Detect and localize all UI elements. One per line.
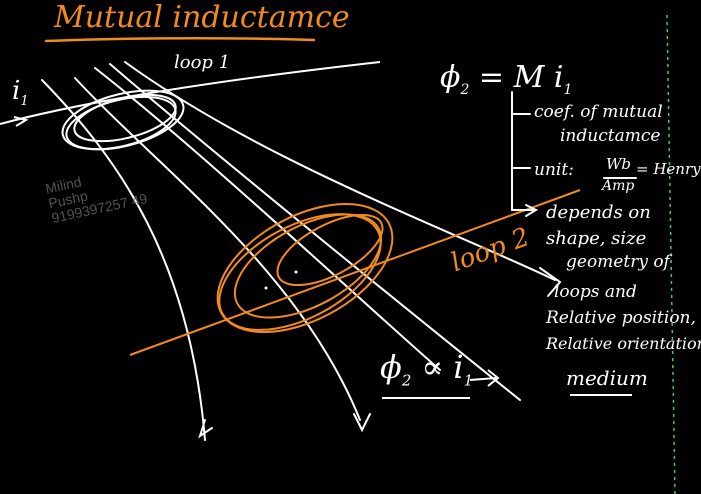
page-title: Mutual inductamce <box>54 0 350 35</box>
prop-rhs: ∝ i <box>421 348 464 386</box>
flux-subscript: 2 <box>460 82 470 98</box>
current-label: i1 <box>12 76 29 109</box>
annotation-arrows <box>511 91 637 217</box>
unit-numerator: Wb <box>606 155 632 173</box>
unit-rhs: = Henry <box>636 160 701 178</box>
current-symbol: i <box>12 76 21 106</box>
prop-flux-symbol: ϕ <box>380 348 402 386</box>
mutual-equation: ϕ2 = M i1 <box>440 60 572 98</box>
loop-2 <box>216 202 394 334</box>
dot <box>264 286 268 290</box>
unit-label: unit: <box>534 160 574 180</box>
unit-denominator: Amp <box>602 178 635 194</box>
current-subscript: 1 <box>20 94 29 110</box>
coef-line-1: coef. of mutual <box>534 102 663 122</box>
prop-rhs-subscript: 1 <box>463 371 474 390</box>
loop-1-label: loop 1 <box>174 52 231 73</box>
title-underline <box>44 36 316 43</box>
current-wire <box>0 61 381 125</box>
equation-rhs: = M i <box>478 60 564 95</box>
flux-symbol: ϕ <box>440 60 461 95</box>
depends-line-6: Relative orientation <box>546 334 701 353</box>
coef-line-2: inductamce <box>560 126 661 146</box>
depends-medium: medium <box>566 366 648 390</box>
depends-line-4: loops and <box>554 282 637 302</box>
proportionality: ϕ2 ∝ i1 <box>380 348 473 389</box>
depends-line-3: geometry of <box>566 252 670 272</box>
loop-1 <box>61 89 185 151</box>
prop-flux-subscript: 2 <box>401 371 412 390</box>
loop-2-line <box>129 189 581 356</box>
equation-rhs-subscript: 1 <box>563 82 573 98</box>
depends-line-1: depends on <box>546 202 651 223</box>
wire-arrow <box>13 116 29 127</box>
depends-line-5: Relative position, <box>546 308 696 328</box>
guide-line <box>666 14 676 494</box>
depends-line-2: shape, size <box>546 228 647 249</box>
prop-arrow <box>469 369 500 387</box>
dot <box>294 270 298 274</box>
